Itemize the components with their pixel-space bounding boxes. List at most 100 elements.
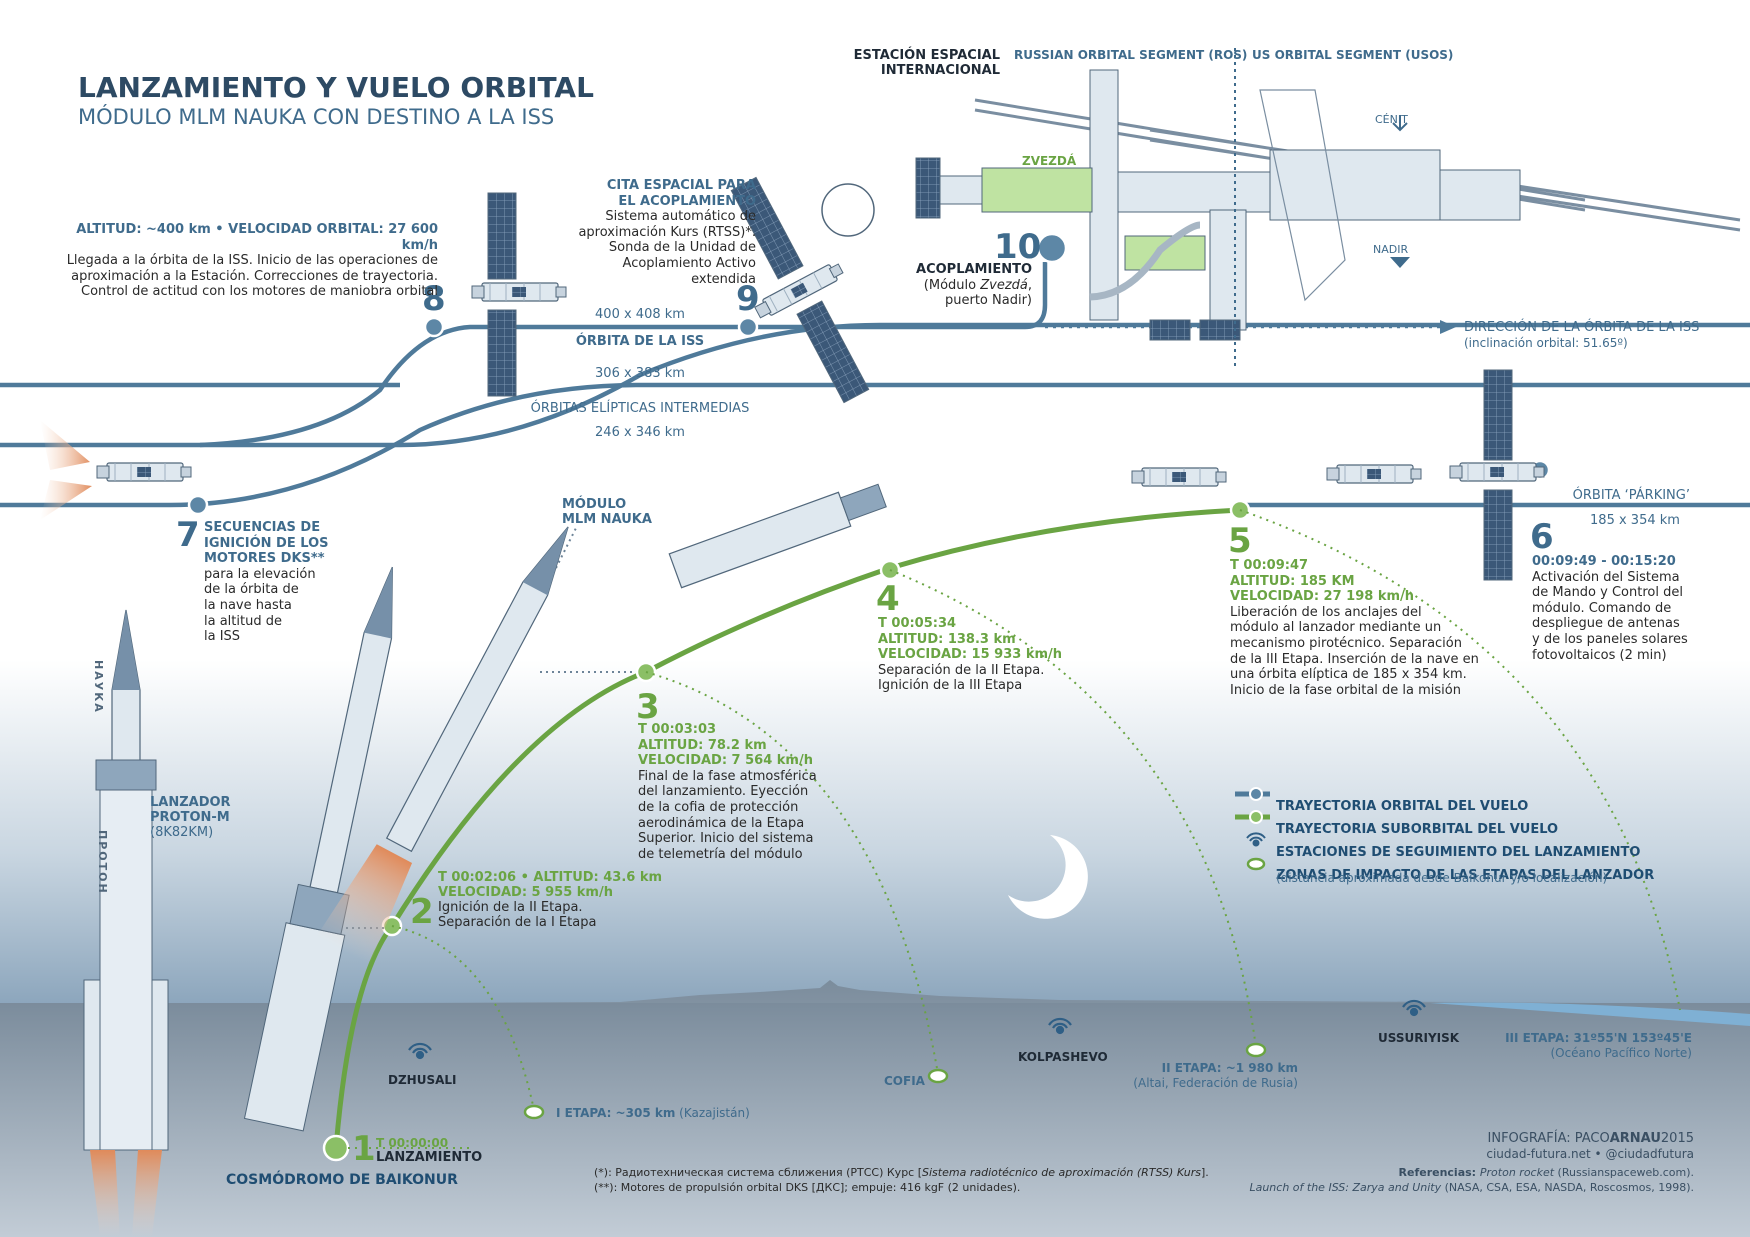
impact-zones [523,1042,1267,1120]
iss-label-1: ESTACIÓN ESPACIAL [853,48,1000,63]
nadir-label: NADIR [1373,243,1409,256]
step-1-time: T 00:00:00 [376,1136,449,1150]
iss-orbit-altitude: 400 x 408 km [595,307,685,322]
step-2-speed: VELOCIDAD: 5 955 km/h [438,885,613,900]
step-8-text: ALTITUD: ~400 km • VELOCIDAD ORBITAL: 27… [66,222,438,300]
cenit-label: CÉNIT [1375,113,1408,126]
launcher-label-1: LANZADOR [150,795,231,810]
module-step-8 [471,282,567,302]
zvezda-label: ZVEZDÁ [1022,154,1077,168]
ellipse-orbits-name: ÓRBITAS ELÍPTICAS INTERMEDIAS [530,401,750,416]
iss-station [915,69,1741,341]
orbit-inclination: (inclinación orbital: 51.65º) [1464,336,1628,350]
step-9-text: CITA ESPACIAL PARA EL ACOPLAMIENTO Siste… [578,178,756,287]
legend-suborbital: TRAYECTORIA SUBORBITAL DEL VUELO [1276,822,1559,837]
ros-label: RUSSIAN ORBITAL SEGMENT (ROS) [1014,48,1248,62]
step-3-text: T 00:03:03 ALTITUD: 78.2 km VELOCIDAD: 7… [638,722,817,862]
legend-orbital: TRAYECTORIA ORBITAL DEL VUELO [1276,799,1529,814]
parking-orbit-altitude: 185 x 354 km [1590,513,1680,528]
credit-author: INFOGRAFÍA: PACOARNAU2015 [1487,1131,1694,1146]
solar-panel-6b [1483,489,1513,581]
zvezda-module [981,167,1093,213]
tracking-station-icon-kolpashevo [1048,1017,1072,1035]
credit-references-2: Launch of the ISS: Zarya and Unity (NASA… [1249,1181,1694,1194]
parking-orbit-name: ÓRBITA ‘PÁRKING’ [1572,488,1690,503]
step-6-text: 00:09:49 - 00:15:20 Activación del Siste… [1532,554,1688,663]
moon-icon [1008,835,1088,919]
credit-site: ciudad-futura.net • @ciudadfutura [1486,1147,1694,1161]
impact-stage-3: III ETAPA: 31º55'N 153º45'E [1505,1031,1692,1045]
module-label-2: MLM NAUKA [562,512,652,527]
impact-arcs [348,509,1681,1149]
launcher-label-2: PROTON-M [150,810,230,825]
rocket-inscription-proton: ПРОТОН [96,830,110,895]
credit-references-1: Referencias: Proton rocket (Russianspace… [1398,1166,1694,1179]
step-5-text: T 00:09:47 ALTITUD: 185 KM VELOCIDAD: 27… [1230,558,1479,698]
proton-m-rocket [83,609,169,1237]
iss-orbit-name: ÓRBITA DE LA ISS [575,334,705,349]
iss-orbit-line [199,262,1048,448]
impact-stage-3-location: (Océano Pacífico Norte) [1550,1046,1692,1060]
step-8-number: 8 [422,279,446,319]
step-5-number: 5 [1228,521,1252,561]
tracking-station-icon-ussuriyisk [1402,999,1426,1017]
legend-impact: ZONAS DE IMPACTO DE LAS ETAPAS DEL LANZA… [1276,868,1655,883]
rocket-stage-3 [316,526,569,965]
step-10-number: 10 [994,227,1042,267]
impact-stage-2-location: (Altai, Federación de Rusia) [1133,1076,1298,1090]
rocket-inscription-nauka: НАУКА [92,660,106,714]
module-label-1: MÓDULO [562,497,627,512]
impact-cofia: COFIA [884,1074,925,1088]
cenit-arrow-icon [1392,115,1408,132]
node-7 [187,494,209,516]
step-4-text: T 00:05:34 ALTITUD: 138.3 km VELOCIDAD: … [878,616,1063,694]
usos-label: US ORBITAL SEGMENT (USOS) [1252,48,1454,62]
step-2-line-1: Ignición de la II Etapa. [438,900,583,915]
module-step-9 [730,176,870,404]
tracking-station-icon-dzhusali [408,1042,432,1060]
station-ussuriyisk: USSURIYISK [1378,1031,1460,1045]
impact-stage-1: I ETAPA: ~305 km (Kazajistán) [556,1106,750,1120]
station-dzhusali: DZHUSALI [388,1073,457,1087]
step-4-number: 4 [876,579,900,619]
launcher-label-3: (8K82KM) [150,825,214,840]
impact-stage-2: II ETAPA: ~1 980 km [1161,1061,1298,1075]
module-step-5b [1326,464,1422,484]
nadir-arrow-icon [1390,257,1410,268]
legend-swatches [1235,787,1270,871]
footnote-1: (*): Радиотехническая система сближения … [594,1166,1209,1179]
station-kolpashevo: KOLPASHEVO [1018,1050,1108,1064]
node-1 [322,1134,350,1162]
step-2-number: 2 [410,892,434,932]
module-step-5 [1131,467,1227,487]
step-7-text: SECUENCIAS DE IGNICIÓN DE LOS MOTORES DK… [204,520,329,645]
solar-panel-8a [487,192,517,280]
node-9 [737,316,759,338]
launch-site: COSMÓDROMO DE BAIKONUR [226,1172,458,1188]
direction-arrow-icon [1440,320,1456,334]
step-6-number: 6 [1530,517,1554,557]
ellipse-2-altitude: 246 x 346 km [595,425,685,440]
page-title: LANZAMIENTO Y VUELO ORBITAL [78,71,594,104]
solar-panel-8b [487,309,517,397]
footnote-2: (**): Motores de propulsión orbital DKS … [594,1181,1021,1194]
solar-panel-6a [1483,369,1513,461]
rocket-stage-2 [243,566,393,1132]
page-subtitle: MÓDULO MLM NAUKA CON DESTINO A LA ISS [78,105,555,129]
orbit-direction-label: DIRECCIÓN DE LA ÓRBITA DE LA ISS [1464,320,1700,335]
ocean [1430,1002,1750,1026]
step-1-name: LANZAMIENTO [376,1150,483,1165]
docking-probe-detail [821,183,875,237]
step-1-number: 1 [352,1129,376,1169]
step-7-number: 7 [176,515,200,555]
node-10 [1036,232,1068,264]
rocket-stage-4 [668,483,887,589]
step-9-number: 9 [736,279,760,319]
step-10-text: ACOPLAMIENTO (Módulo Zvezdá, puerto Nadi… [916,262,1032,309]
iss-label-2: INTERNACIONAL [880,63,1000,78]
legend-stations: ESTACIONES DE SEGUIMIENTO DEL LANZAMIENT… [1276,845,1641,860]
node-8 [423,316,445,338]
ellipse-1-altitude: 306 x 383 km [595,366,685,381]
